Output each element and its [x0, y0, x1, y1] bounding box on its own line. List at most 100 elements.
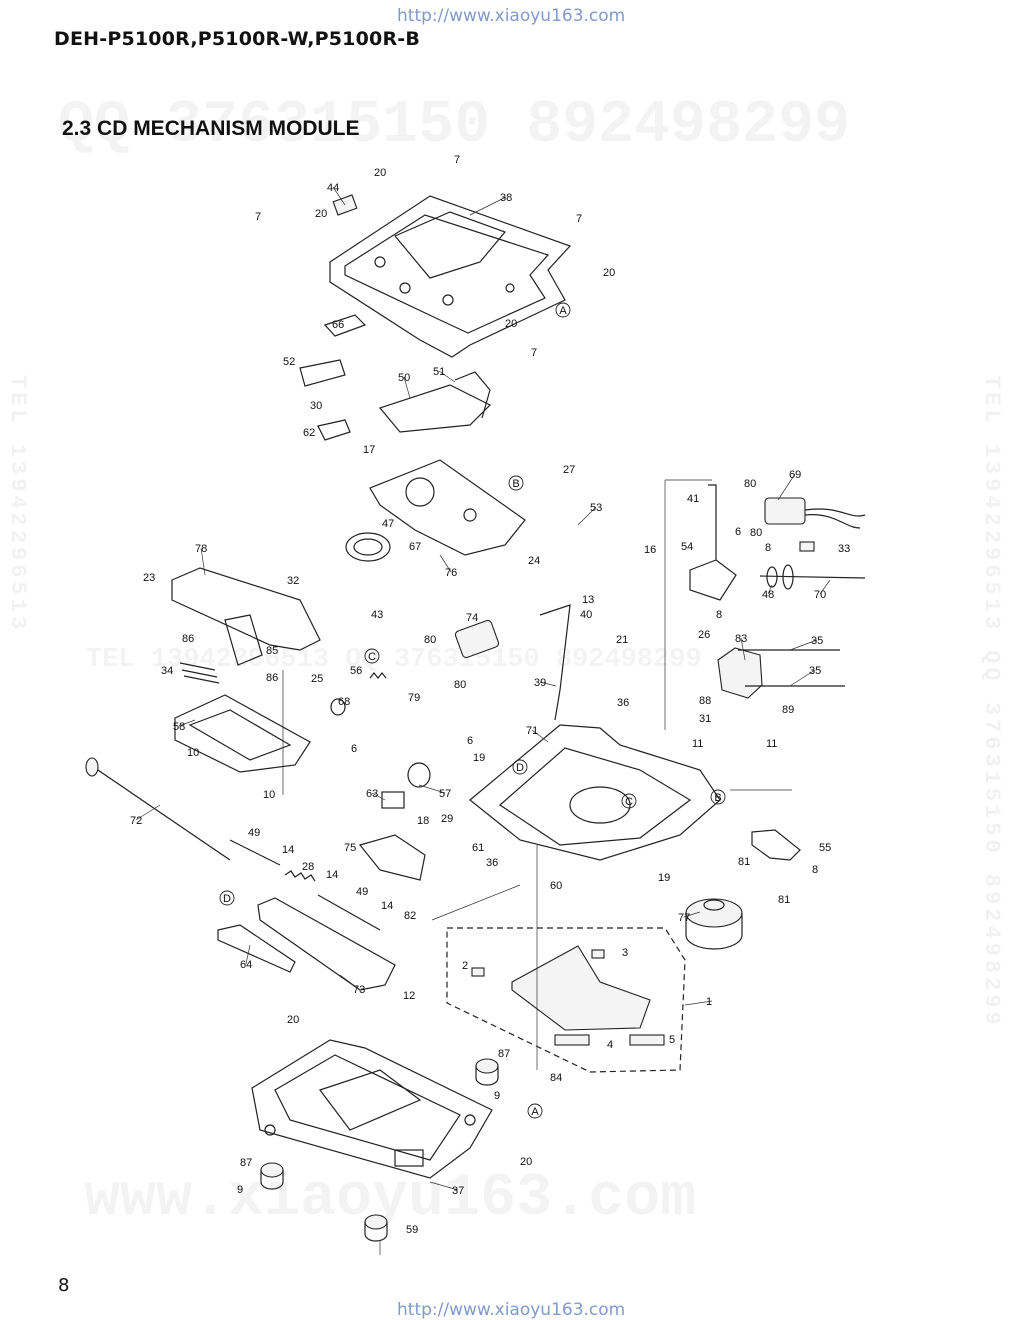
- callout-c79: 79: [408, 692, 420, 704]
- slider-75: [358, 834, 426, 881]
- callout-leader-c53: [577, 506, 597, 526]
- callout-c10a: 10: [187, 747, 199, 759]
- callout-c75: 75: [344, 842, 356, 854]
- ref-marker-b-2: B: [710, 789, 726, 805]
- callout-c76: 76: [445, 567, 457, 579]
- callout-leader-c72: [135, 804, 161, 821]
- callout-c9b: 9: [237, 1184, 243, 1196]
- source-url-top[interactable]: http://www.xiaoyu163.com: [397, 6, 626, 26]
- callout-c24: 24: [528, 555, 540, 567]
- ref-marker-d-1: D: [512, 759, 528, 775]
- callout-c51: 51: [433, 366, 445, 378]
- watermark-tel: TEL 13942296513 QQ 376315150 892498299: [86, 645, 702, 675]
- chassis-assembly: [299, 359, 526, 556]
- bottom-frame-37: [251, 1039, 493, 1179]
- callout-c29: 29: [441, 813, 453, 825]
- main-chassis-71: [469, 604, 721, 861]
- callout-c53: 53: [590, 502, 602, 514]
- callout-c56: 56: [350, 665, 362, 677]
- callout-leader-c76: [439, 554, 452, 573]
- pcb-assembly-1: [446, 927, 686, 1073]
- callout-c82: 82: [404, 910, 416, 922]
- callout-leader-c78: [200, 547, 206, 576]
- callout-c60: 60: [550, 880, 562, 892]
- callout-c62: 62: [303, 427, 315, 439]
- callout-c68: 68: [338, 696, 350, 708]
- callout-leader-c51: [438, 370, 456, 383]
- callout-c39: 39: [534, 677, 546, 689]
- rails-64-73: [217, 897, 396, 991]
- callout-c84: 84: [550, 1072, 562, 1084]
- ref-marker-a-top: A: [555, 302, 571, 318]
- callout-c73: 73: [353, 984, 365, 996]
- callout-c72: 72: [130, 815, 142, 827]
- callout-leader-c73: [339, 974, 360, 990]
- callout-c74: 74: [466, 612, 478, 624]
- callout-c30: 30: [310, 400, 322, 412]
- callout-c20b: 20: [315, 208, 327, 220]
- tray-58: [174, 662, 311, 773]
- shaft-72: [85, 757, 231, 861]
- callout-c7b: 7: [255, 211, 261, 223]
- callout-c25: 25: [311, 673, 323, 685]
- page-number: 8: [58, 1275, 70, 1296]
- callout-c6a: 6: [735, 526, 741, 538]
- callout-c20f: 20: [520, 1156, 532, 1168]
- watermark-site: www.xiaoyu163.com: [84, 1165, 696, 1233]
- callout-leader-c37: [429, 1181, 459, 1191]
- callout-c18: 18: [417, 815, 429, 827]
- callout-c52: 52: [283, 356, 295, 368]
- section-title: 2.3 CD MECHANISM MODULE: [62, 117, 360, 140]
- model-numbers: DEH-P5100R,P5100R-W,P5100R-B: [54, 28, 421, 50]
- callout-c67: 67: [409, 541, 421, 553]
- callout-leader-c63: [371, 792, 386, 801]
- callout-c87b: 87: [240, 1157, 252, 1169]
- svg-text:C: C: [368, 651, 376, 663]
- callout-leader-c69: [777, 473, 796, 501]
- callout-c66: 66: [332, 319, 344, 331]
- callout-c34: 34: [161, 665, 173, 677]
- spindle-motor-77: [685, 898, 743, 950]
- svg-text:A: A: [559, 305, 567, 317]
- svg-text:C: C: [625, 796, 633, 808]
- shafts-49: [229, 839, 381, 931]
- callout-c27: 27: [563, 464, 575, 476]
- svg-text:D: D: [516, 762, 524, 774]
- callout-c14a: 14: [282, 844, 294, 856]
- callout-c14b: 14: [326, 869, 338, 881]
- callout-c20d: 20: [505, 318, 517, 330]
- callout-c6c: 6: [467, 735, 473, 747]
- callout-c80a: 80: [744, 478, 756, 490]
- callout-c81a: 81: [738, 856, 750, 868]
- pickup-83: [717, 647, 845, 699]
- callout-c14c: 14: [381, 900, 393, 912]
- callout-c78: 78: [195, 543, 207, 555]
- callout-c13: 13: [582, 594, 594, 606]
- callout-c43: 43: [371, 609, 383, 621]
- source-url-bottom[interactable]: http://www.xiaoyu163.com: [397, 1300, 626, 1320]
- callout-c81b: 81: [778, 894, 790, 906]
- callout-c4: 4: [607, 1039, 613, 1051]
- callout-c55: 55: [819, 842, 831, 854]
- callout-c7a: 7: [454, 154, 460, 166]
- ref-marker-b-1: B: [508, 475, 524, 491]
- callout-leader-c58: [178, 719, 196, 727]
- callout-c87a: 87: [498, 1048, 510, 1060]
- callout-c7c: 7: [576, 213, 582, 225]
- callout-c49b: 49: [356, 886, 368, 898]
- callout-c8c: 8: [812, 864, 818, 876]
- callout-c23: 23: [143, 572, 155, 584]
- callout-c26: 26: [698, 629, 710, 641]
- callout-c89: 89: [782, 704, 794, 716]
- callout-c20c: 20: [603, 267, 615, 279]
- callout-c16: 16: [644, 544, 656, 556]
- svg-text:B: B: [512, 478, 519, 490]
- callout-c59: 59: [406, 1224, 418, 1236]
- gears-57-68: [330, 672, 431, 809]
- callout-c86b: 86: [266, 672, 278, 684]
- callout-c37: 37: [452, 1185, 464, 1197]
- callout-c80b: 80: [750, 527, 762, 539]
- bracket-55: [751, 829, 801, 861]
- callout-c10b: 10: [263, 789, 275, 801]
